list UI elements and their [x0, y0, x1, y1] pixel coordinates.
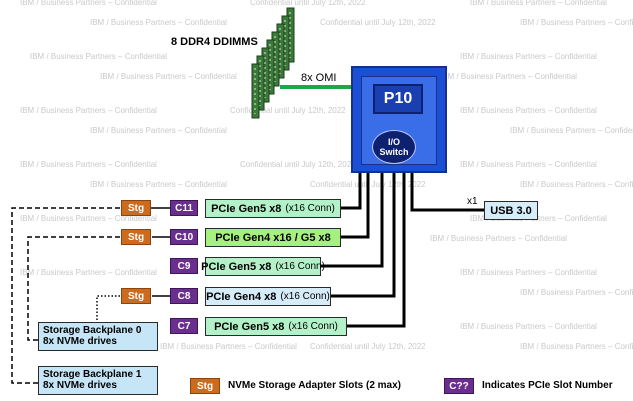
dimms-label: 8 DDR4 DDIMMS: [171, 36, 258, 48]
backplane-drives: 8x NVMe drives: [43, 380, 117, 391]
stg-tag-c10: Stg: [121, 229, 151, 245]
processor-package: P10 I/O Switch: [351, 66, 447, 173]
watermark-text: IBM / Business Partners – Confidential: [30, 52, 167, 61]
watermark-text: IBM / Business Partners – Confidential: [460, 322, 597, 331]
watermark-text: IBM / Business Partners – Confidential: [100, 72, 237, 81]
backplane-links: [11, 207, 120, 384]
p10-label: P10: [383, 90, 413, 107]
watermark-text: IBM / Business Partners – Confidential: [90, 126, 227, 135]
pcie-slot-sub: (x16 Conn): [275, 261, 325, 272]
backplane-drives: 8x NVMe drives: [43, 336, 117, 347]
watermark-text: IBM / Business Partners – Confidential: [520, 18, 633, 27]
legend-slot-text: Indicates PCIe Slot Number: [482, 380, 613, 391]
watermark-text: Confidential until July 12th, 2022: [250, 0, 366, 7]
pcie-slot-c8: PCIe Gen4 x8 (x16 Conn): [205, 287, 331, 306]
slot-number-c8: C8: [170, 288, 198, 304]
legend-stg-sample: Stg: [190, 378, 220, 394]
pcie-slot-sub: (x16 Conn): [285, 203, 335, 214]
watermark-text: IBM / Business Partners – Confidential: [460, 268, 597, 277]
watermark-text: IBM / Business Partners – Confidential: [20, 106, 157, 115]
watermark-text: IBM / Business Partners – Confidential: [460, 106, 597, 115]
dimm-sticks: [251, 7, 295, 119]
io-switch-label-2: Switch: [379, 147, 409, 157]
watermark-text: IBM / Business Partners – Confidential: [20, 0, 157, 7]
pcie-slot-c10: PCIe Gen4 x16 / G5 x8: [205, 228, 341, 247]
watermark-text: IBM / Business Partners – Confidential: [90, 180, 227, 189]
watermark-text: IBM / Business Partners – Confidential: [160, 342, 297, 351]
p10-chip: P10: [373, 84, 423, 114]
watermark-text: IBM / Business Partners – Confidential: [460, 160, 597, 169]
watermark-text: IBM / Business Partners – Confidential: [430, 234, 567, 243]
backplane-title: Storage Backplane 1: [43, 369, 142, 380]
io-switch: I/O Switch: [372, 130, 416, 164]
watermark-text: IBM / Business Partners – Confidential: [520, 288, 633, 297]
pcie-slot-main: PCIe Gen5 x8: [211, 202, 282, 215]
watermark-text: Confidential until July 12th, 2022: [240, 160, 356, 169]
watermark-text: Confidential until July 12th, 2022: [230, 106, 346, 115]
pcie-slot-main: PCIe Gen4 x8: [206, 290, 277, 303]
legend-stg-text: NVMe Storage Adapter Slots (2 max): [228, 380, 402, 391]
backplane-title: Storage Backplane 0: [43, 325, 142, 336]
slot-number-c10: C10: [170, 229, 198, 245]
pcie-slot-main: PCIe Gen5 x8: [214, 320, 285, 333]
watermark-text: Confidential until July 12th, 2022: [320, 18, 436, 27]
watermark-text: IBM / Business Partners – Confidential: [470, 214, 607, 223]
watermark-text: IBM / Business Partners – Confidential: [440, 72, 577, 81]
watermark-text: Confidential until July 12th, 2022: [310, 342, 426, 351]
pcie-slot-c7: PCIe Gen5 x8 (x16 Conn): [205, 317, 347, 336]
storage-backplane-1: Storage Backplane 1 8x NVMe drives: [38, 366, 158, 395]
watermark-text: IBM / Business Partners – Confidential: [520, 342, 633, 351]
storage-backplane-0: Storage Backplane 0 8x NVMe drives: [38, 322, 158, 351]
pcie-slot-main: PCIe Gen5 x8: [201, 260, 272, 273]
usb-port: USB 3.0: [484, 201, 538, 220]
watermark-text: IBM / Business Partners – Confidential: [20, 160, 157, 169]
watermark-text: IBM / Business Partners – Confidential: [20, 214, 157, 223]
watermark-text: IBM / Business Partners – Confidential: [20, 268, 157, 277]
pcie-slot-c11: PCIe Gen5 x8 (x16 Conn): [205, 199, 341, 218]
pcie-slot-sub: (x16 Conn): [288, 321, 338, 332]
watermark-text: IBM / Business Partners – Confidential: [90, 18, 227, 27]
slot-number-c9: C9: [170, 258, 198, 274]
usb-label: USB 3.0: [490, 204, 532, 217]
io-switch-label-1: I/O: [387, 137, 400, 147]
watermark-text: IBM / Business Partners – Confidential: [470, 0, 607, 7]
pcie-links: [319, 170, 484, 328]
omi-label: 8x OMI: [301, 72, 337, 84]
slot-number-c7: C7: [170, 318, 198, 334]
stg-links: [150, 207, 170, 297]
usb-count-label: x1: [467, 196, 478, 207]
watermark-text: IBM / Business Partners – Confidential: [510, 126, 633, 135]
pcie-slot-main: PCIe Gen4 x16 / G5 x8: [215, 231, 331, 244]
pcie-slot-sub: (x16 Conn): [280, 291, 330, 302]
stg-tag-c8: Stg: [121, 288, 151, 304]
legend-slot-sample: C??: [444, 378, 474, 394]
watermark-text: IBM / Business Partners – Confidential: [520, 180, 633, 189]
stg-tag-c11: Stg: [121, 200, 151, 216]
watermark-text: IBM / Business Partners – Confidential: [460, 52, 597, 61]
slot-number-c11: C11: [170, 200, 198, 216]
pcie-slot-c9: PCIe Gen5 x8 (x16 Conn): [201, 257, 325, 276]
